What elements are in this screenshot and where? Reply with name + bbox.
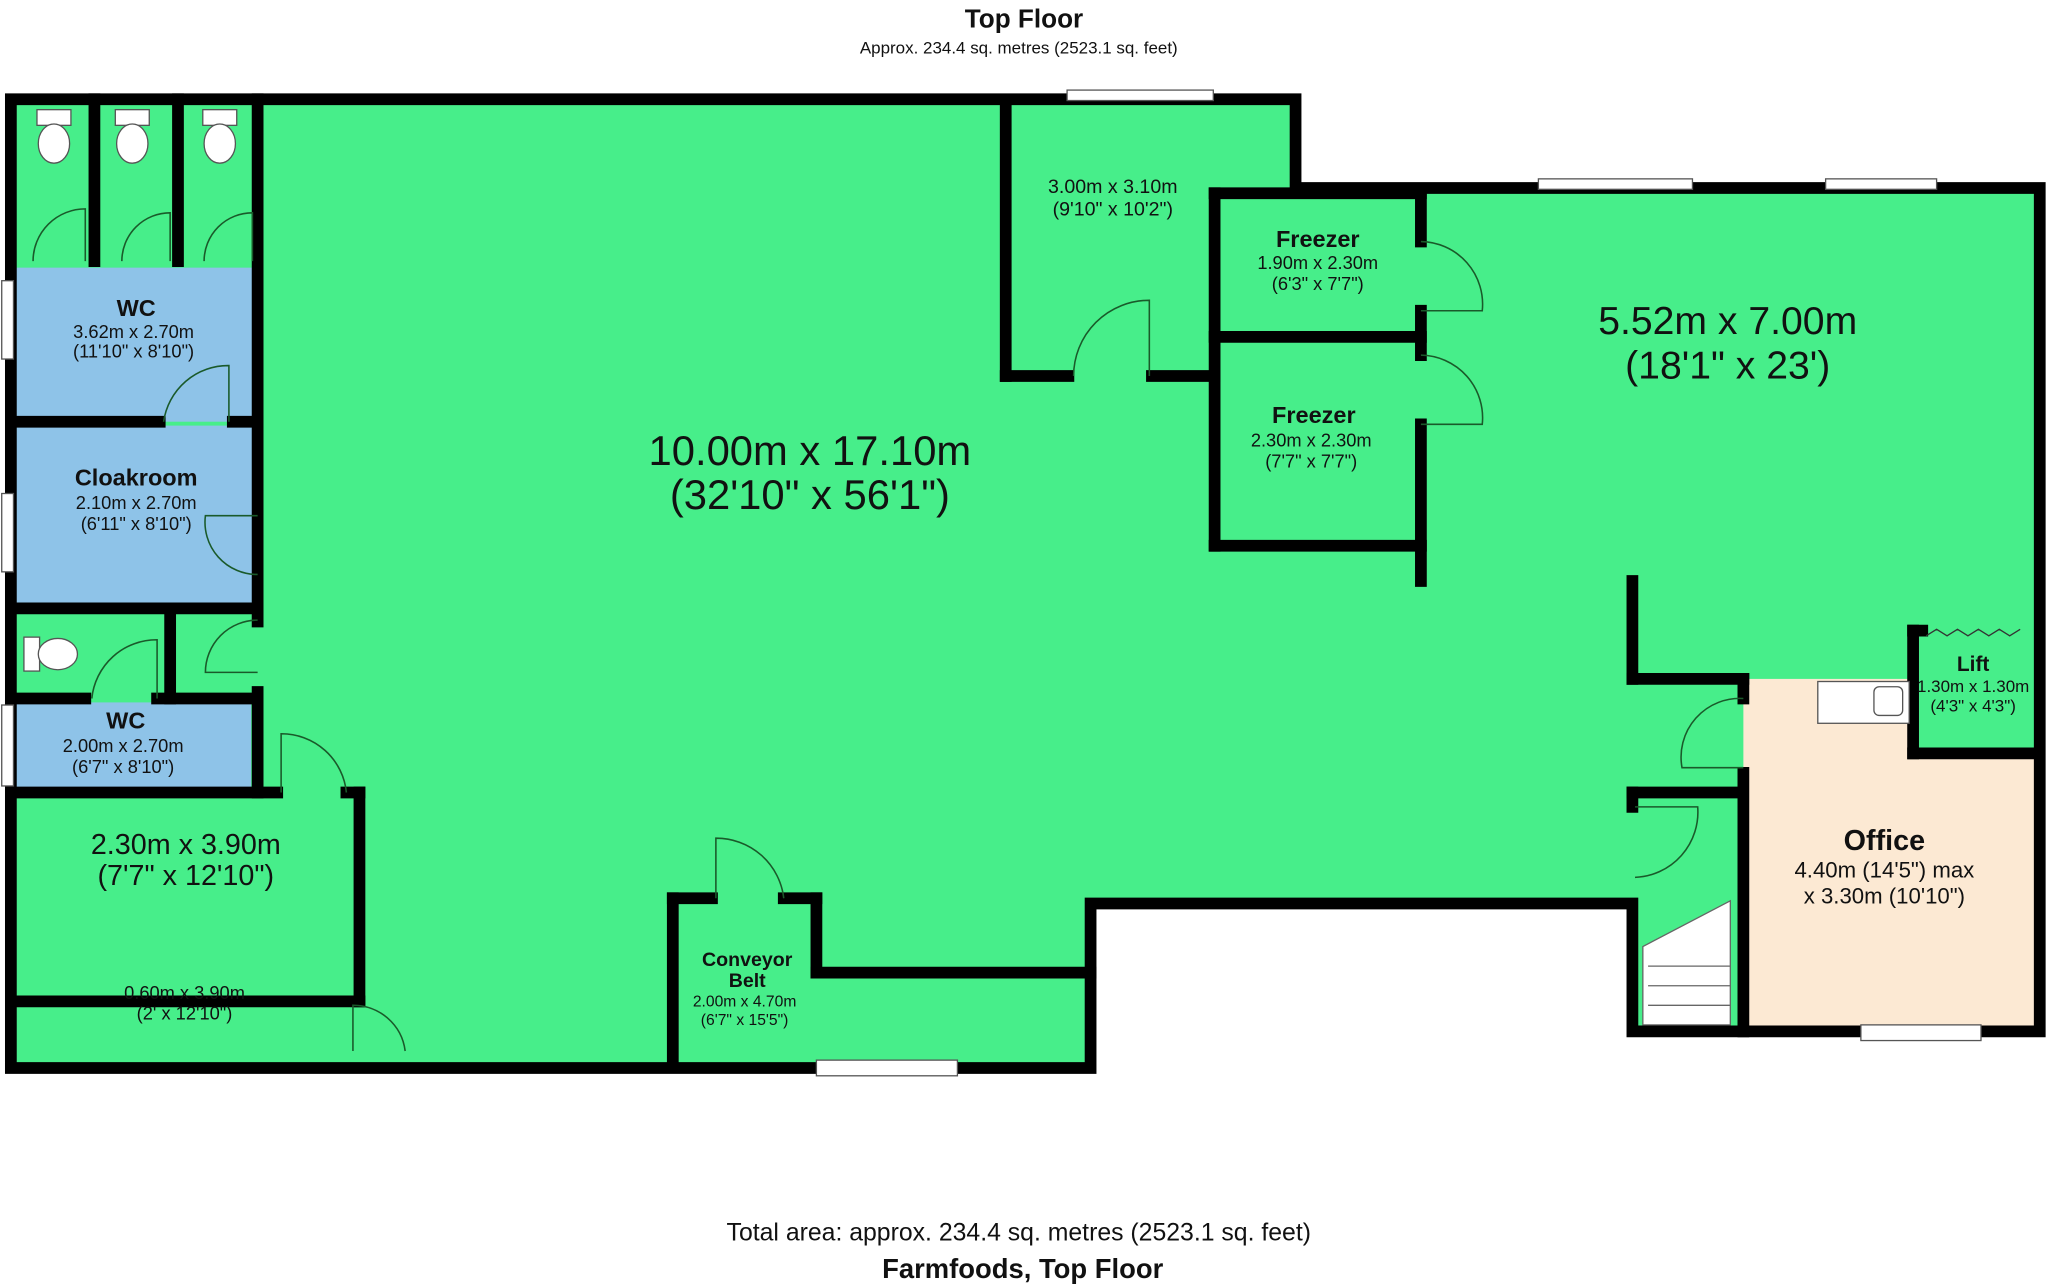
svg-text:1.90m x 2.30m: 1.90m x 2.30m bbox=[1257, 252, 1378, 273]
svg-text:(9'10" x 10'2"): (9'10" x 10'2") bbox=[1053, 198, 1173, 220]
svg-text:(7'7" x 12'10"): (7'7" x 12'10") bbox=[97, 860, 274, 892]
interior-walls bbox=[10, 93, 2044, 1067]
svg-text:1.30m x 1.30m: 1.30m x 1.30m bbox=[1917, 677, 2029, 696]
svg-text:(18'1" x 23'): (18'1" x 23') bbox=[1625, 345, 1830, 388]
svg-text:Lift: Lift bbox=[1957, 653, 1990, 676]
room-main-label: 10.00m x 17.10m (32'10" x 56'1") bbox=[649, 427, 972, 518]
lift-fill bbox=[1913, 630, 2038, 754]
svg-text:4.40m (14'5") max: 4.40m (14'5") max bbox=[1794, 857, 1974, 882]
lift-door-icon bbox=[1925, 628, 2021, 637]
svg-text:3.00m x 3.10m: 3.00m x 3.10m bbox=[1048, 176, 1178, 198]
svg-text:(32'10" x 56'1"): (32'10" x 56'1") bbox=[670, 471, 950, 518]
windows bbox=[1, 89, 1982, 1077]
svg-text:x 3.30m (10'10"): x 3.30m (10'10") bbox=[1804, 883, 1965, 908]
svg-text:(6'3" x 7'7"): (6'3" x 7'7") bbox=[1272, 273, 1364, 294]
stairs bbox=[1642, 899, 1731, 1026]
room-freezer2-label: Freezer 2.30m x 2.30m (7'7" x 7'7") bbox=[1251, 402, 1372, 471]
svg-text:Belt: Belt bbox=[729, 970, 766, 992]
room-right-label: 5.52m x 7.00m (18'1" x 23') bbox=[1598, 300, 1857, 387]
floor-subtitle: Approx. 234.4 sq. metres (2523.1 sq. fee… bbox=[860, 39, 1178, 58]
svg-text:WC: WC bbox=[106, 708, 145, 734]
wc-room-fill bbox=[16, 267, 257, 422]
svg-text:(2' x 12'10"): (2' x 12'10") bbox=[137, 1003, 233, 1024]
room-strip-label: 0.60m x 3.90m (2' x 12'10") bbox=[124, 982, 245, 1024]
svg-text:5.52m x 7.00m: 5.52m x 7.00m bbox=[1598, 300, 1857, 343]
svg-text:2.00m x 4.70m: 2.00m x 4.70m bbox=[693, 994, 797, 1011]
svg-text:(6'7" x 8'10"): (6'7" x 8'10") bbox=[72, 756, 174, 777]
room-office-label: Office 4.40m (14'5") max x 3.30m (10'10"… bbox=[1794, 825, 1974, 909]
svg-text:3.62m x 2.70m: 3.62m x 2.70m bbox=[73, 321, 194, 342]
main-area bbox=[10, 99, 2040, 1068]
plan-caption: Farmfoods, Top Floor bbox=[882, 1253, 1163, 1284]
total-area: Total area: approx. 234.4 sq. metres (25… bbox=[727, 1219, 1311, 1246]
floor-title: Top Floor bbox=[965, 3, 1083, 33]
room-freezer1-label: Freezer 1.90m x 2.30m (6'3" x 7'7") bbox=[1257, 226, 1378, 294]
svg-text:(6'7" x 15'5"): (6'7" x 15'5") bbox=[701, 1012, 789, 1029]
room-conveyor-label: Conveyor Belt 2.00m x 4.70m (6'7" x 15'5… bbox=[693, 949, 797, 1029]
svg-text:(6'11" x 8'10"): (6'11" x 8'10") bbox=[81, 513, 192, 534]
room-cloakroom-label: Cloakroom 2.10m x 2.70m (6'11" x 8'10") bbox=[75, 465, 198, 534]
svg-text:WC: WC bbox=[117, 295, 156, 321]
svg-text:Conveyor: Conveyor bbox=[702, 949, 793, 971]
cloakroom-fill bbox=[16, 425, 257, 609]
wc2-room-fill bbox=[16, 702, 252, 793]
svg-text:Freezer: Freezer bbox=[1276, 226, 1360, 252]
svg-text:0.60m x 3.90m: 0.60m x 3.90m bbox=[124, 982, 245, 1003]
room-lift-label: Lift 1.30m x 1.30m (4'3" x 4'3") bbox=[1917, 653, 2029, 715]
svg-text:(4'3" x 4'3"): (4'3" x 4'3") bbox=[1930, 697, 2016, 716]
room-wc2-label: WC 2.00m x 2.70m (6'7" x 8'10") bbox=[63, 708, 184, 777]
sink-icon bbox=[1817, 680, 1910, 724]
doors bbox=[32, 208, 1744, 1052]
svg-text:Freezer: Freezer bbox=[1272, 402, 1356, 428]
svg-text:Office: Office bbox=[1844, 825, 1925, 857]
room-store-left-label: 2.30m x 3.90m (7'7" x 12'10") bbox=[91, 829, 281, 892]
svg-text:(11'10" x 8'10"): (11'10" x 8'10") bbox=[73, 341, 194, 362]
svg-text:2.30m x 2.30m: 2.30m x 2.30m bbox=[1251, 430, 1372, 451]
svg-text:(7'7" x 7'7"): (7'7" x 7'7") bbox=[1265, 450, 1357, 471]
svg-text:Cloakroom: Cloakroom bbox=[75, 465, 198, 491]
svg-text:2.30m x 3.90m: 2.30m x 3.90m bbox=[91, 829, 281, 861]
toilet-icons bbox=[23, 109, 238, 672]
svg-text:10.00m x 17.10m: 10.00m x 17.10m bbox=[649, 427, 972, 474]
outer-wall bbox=[4, 93, 2046, 1074]
room-small-label: 3.00m x 3.10m (9'10" x 10'2") bbox=[1048, 176, 1178, 220]
room-wc1-label: WC 3.62m x 2.70m (11'10" x 8'10") bbox=[73, 295, 194, 362]
svg-text:2.00m x 2.70m: 2.00m x 2.70m bbox=[63, 735, 184, 756]
svg-text:2.10m x 2.70m: 2.10m x 2.70m bbox=[76, 492, 197, 513]
